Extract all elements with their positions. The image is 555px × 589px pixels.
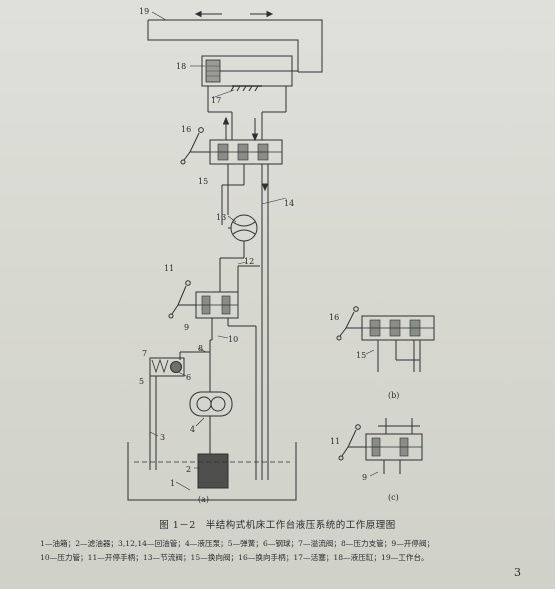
oil-filter-2 [197,453,229,489]
label-17: 17 [211,96,221,105]
relief-valve-7 [149,357,185,377]
page-number: 3 [514,566,521,579]
label-6: 6 [186,373,191,382]
label-7: 7 [142,349,147,358]
label-c-9: 9 [362,473,367,482]
sublabel-b: (b) [388,391,399,400]
label-10: 10 [228,335,238,344]
label-13: 13 [216,213,226,222]
piston-17 [230,85,262,92]
label-5: 5 [139,377,144,386]
part-number-labels: 19 18 17 16 15 14 13 12 11 10 9 8 7 6 5 … [139,7,399,504]
figure-legend: 1—油箱；2—滤油器；3,12,14—回油管；4—液压泵；5—弹簧；6—钢球；7… [40,537,540,565]
start-stop-valve-9 [195,291,239,319]
label-11: 11 [164,264,174,273]
detail-b-reversing-valve [336,306,435,372]
oil-tank-1 [127,442,297,501]
label-15: 15 [198,177,208,186]
legend-line: 1—油箱；2—滤油器；3,12,14—回油管；4—液压泵；5—弹簧；6—钢球；7… [40,539,435,548]
label-4: 4 [190,425,195,434]
label-1: 1 [170,479,175,488]
sublabel-c: (c) [388,493,399,502]
label-9: 9 [184,323,189,332]
label-8: 8 [198,344,203,353]
label-b-16: 16 [329,313,339,322]
figure-caption: 图 1－2 半结构式机床工作台液压系统的工作原理图 [159,520,396,531]
worktable-19 [147,10,323,73]
reversing-valve-15 [209,139,283,165]
label-2: 2 [186,465,191,474]
reversing-handle-16[interactable] [180,127,210,165]
hydraulic-cylinder-18 [201,55,298,87]
throttle-valve-13 [230,214,258,242]
legend-line: 10—压力管；11—开停手柄；13—节流阀；15—换向阀；16—换向手柄；17—… [40,553,429,562]
label-16: 16 [181,125,191,134]
label-3: 3 [160,433,165,442]
detail-c-start-stop-valve [338,418,423,477]
label-19: 19 [139,7,149,16]
label-14: 14 [284,199,294,208]
hydraulic-pump-4 [189,391,233,417]
sublabel-a: (a) [198,495,209,504]
start-stop-handle-11[interactable] [168,280,196,319]
label-c-11: 11 [330,437,340,446]
label-18: 18 [176,62,186,71]
label-b-15: 15 [356,351,366,360]
label-12: 12 [244,257,254,266]
